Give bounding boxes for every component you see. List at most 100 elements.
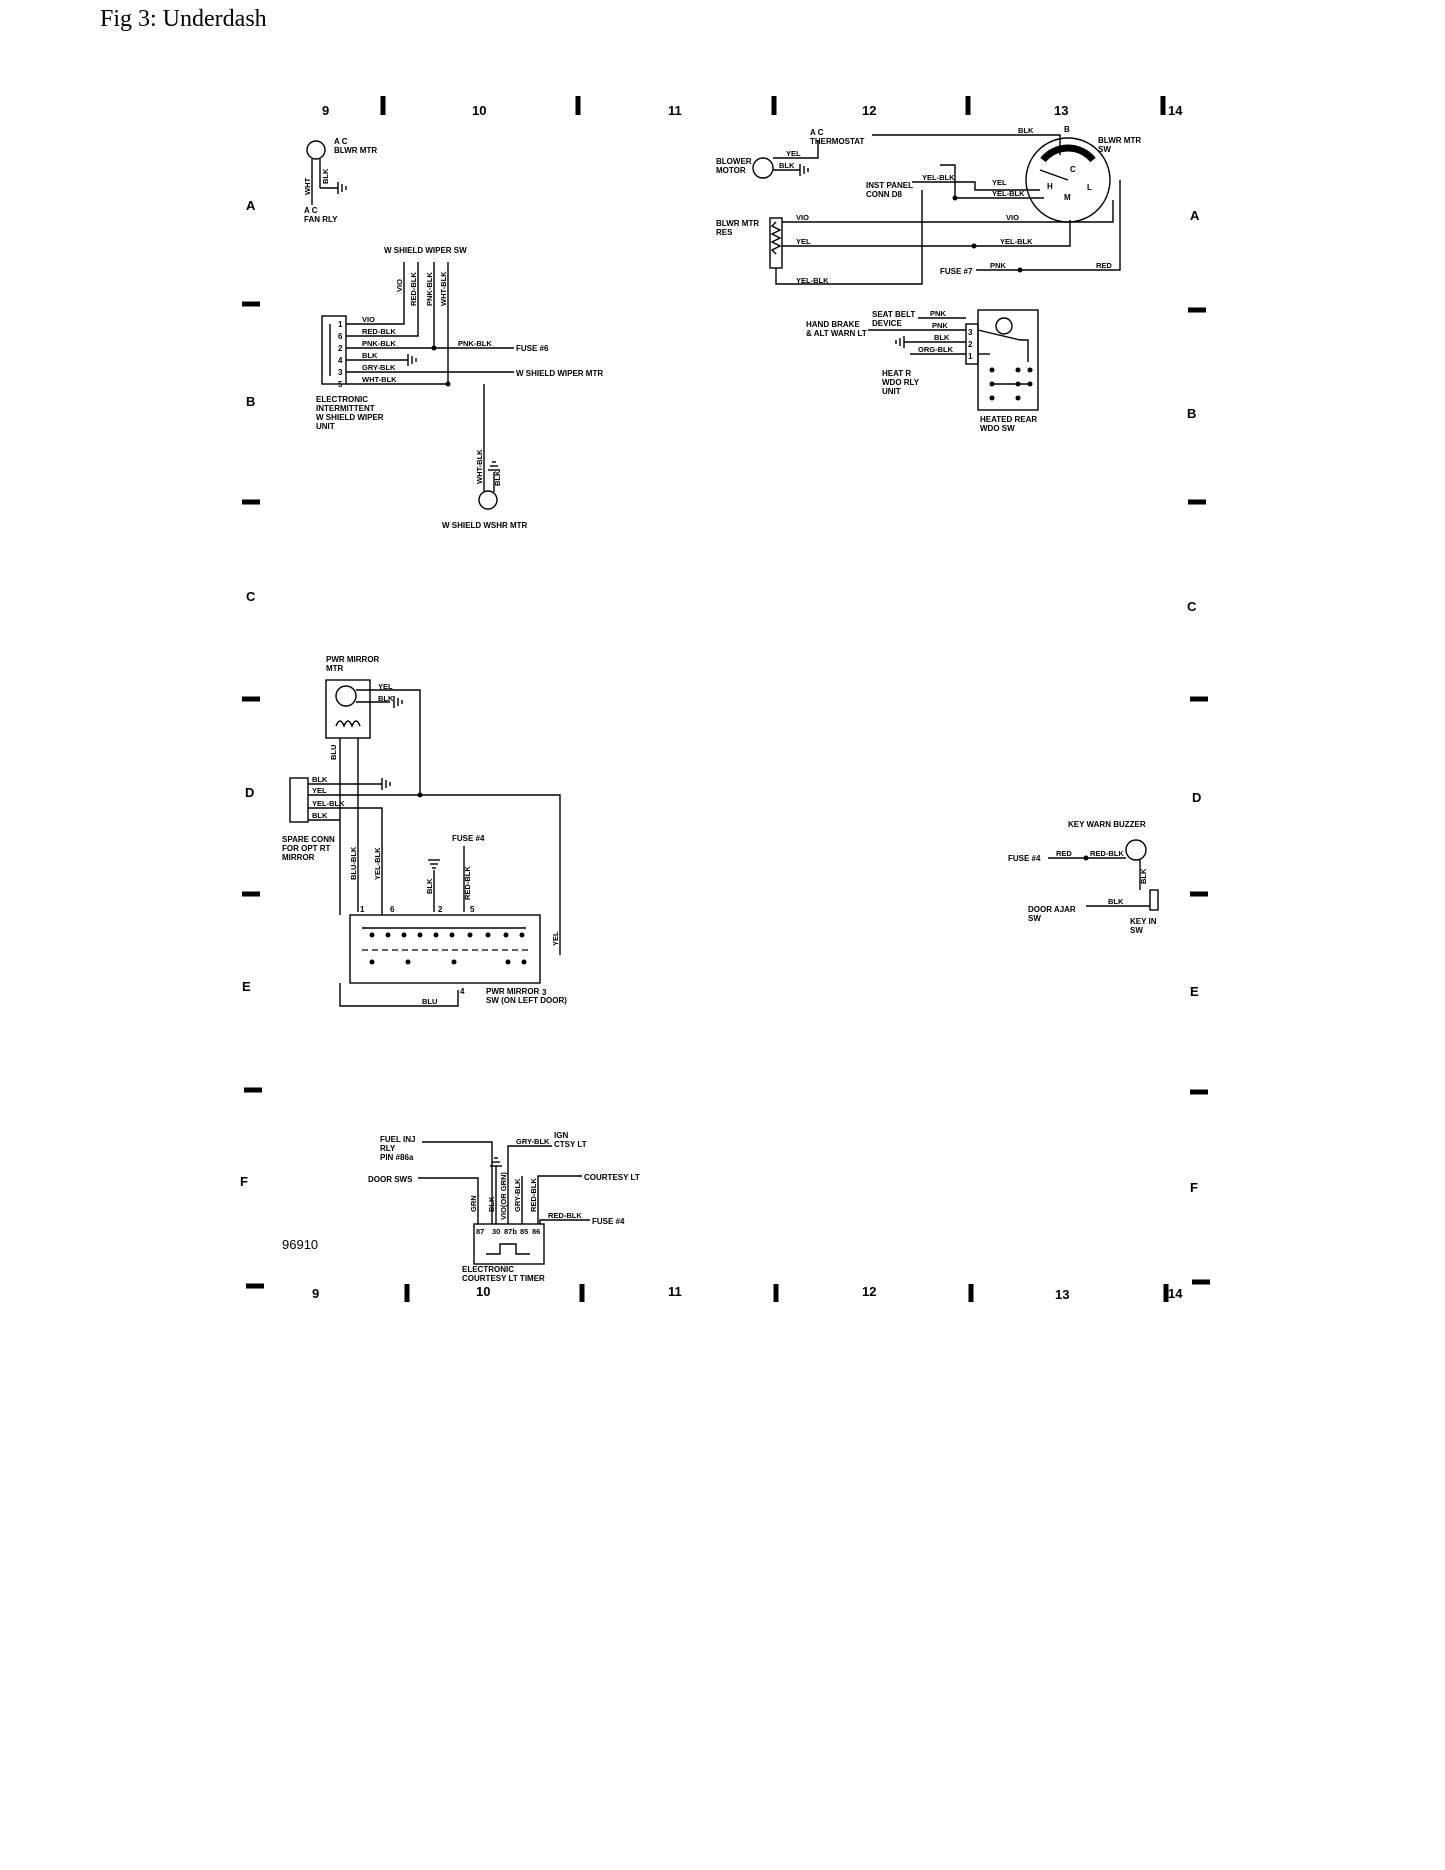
courtesy-lt-label: COURTESY LT xyxy=(584,1173,640,1182)
wire-label: GRY-BLK xyxy=(362,363,396,372)
wire-label: VIO(OR GRN) xyxy=(499,1172,508,1220)
ground-icon xyxy=(407,354,417,366)
key-warn-fuse-label: FUSE #4 xyxy=(1008,854,1041,863)
switch-pin: M xyxy=(1064,193,1071,202)
wire-label: YEL-BLK xyxy=(992,189,1025,198)
pin-label: 1 xyxy=(968,352,973,361)
mirror-motor-icon xyxy=(325,679,371,739)
grid-col-label: 13 xyxy=(1055,1287,1069,1302)
wire-label: VIO xyxy=(395,279,404,292)
grid-col-label: 9 xyxy=(312,1286,319,1301)
pin-label: 6 xyxy=(338,332,343,341)
pin-label: 1 xyxy=(360,905,365,914)
pin-label: 2 xyxy=(338,344,343,353)
wire-label: BLK xyxy=(1139,868,1148,884)
grid-row-label: F xyxy=(1190,1180,1198,1195)
wire-label: RED-BLK xyxy=(548,1211,582,1220)
grid-col-label: 12 xyxy=(862,1284,876,1299)
ground-icon xyxy=(428,859,440,869)
page-title: Fig 3: Underdash xyxy=(100,6,267,32)
ac-blower-motor-icon xyxy=(306,140,326,160)
wire-label: RED xyxy=(1056,849,1072,858)
grid-col-label: 9 xyxy=(322,103,329,118)
grid-row-label: C xyxy=(1187,599,1197,614)
grid-left: A B C D E F xyxy=(240,198,262,1189)
wire-label: VIO xyxy=(1006,213,1019,222)
wire-label: YEL xyxy=(378,682,393,691)
key-warn-buzzer-label: KEY WARN BUZZER xyxy=(1068,820,1146,829)
wiper-circuit: W SHIELD WIPER SW 1 6 2 4 3 5 VIO RED-BL… xyxy=(316,246,603,530)
wire-label: YEL-BLK xyxy=(1000,237,1033,246)
indicator-lamp-icon xyxy=(995,317,1013,335)
washer-motor-label: W SHIELD WSHR MTR xyxy=(442,521,528,530)
grid-row-label: B xyxy=(246,394,255,409)
grid-col-label: 10 xyxy=(476,1284,490,1299)
mirror-switch-icon xyxy=(349,914,541,984)
grid-right: A B C D E F xyxy=(1187,208,1208,1195)
wire-label: YEL xyxy=(312,786,327,795)
grid-bottom: 9 10 11 12 13 14 xyxy=(246,1279,1210,1302)
ground-icon xyxy=(895,336,905,348)
pin-label: 3 xyxy=(338,368,343,377)
pin-label: 86 xyxy=(532,1227,540,1236)
pin-label: 3 xyxy=(968,328,973,337)
wire-label: GRN xyxy=(469,1195,478,1212)
wire-label: BLK xyxy=(487,1196,496,1212)
fuse-6-label: FUSE #6 xyxy=(516,344,549,353)
wire-label: RED-BLK xyxy=(1090,849,1124,858)
wire-label: PNK-BLK xyxy=(425,272,434,306)
grid-col-label: 12 xyxy=(862,103,876,118)
grid-row-label: E xyxy=(242,979,251,994)
wire-label: RED-BLK xyxy=(529,1178,538,1212)
ground-icon xyxy=(393,696,403,708)
wire-label: PNK xyxy=(930,309,946,318)
wire-label: BLU xyxy=(329,745,338,760)
pin-label: 85 xyxy=(520,1227,528,1236)
wire-label: RED xyxy=(1096,261,1112,270)
grid-row-label: A xyxy=(1190,208,1200,223)
washer-motor-icon xyxy=(478,490,498,510)
pin-label: 1 xyxy=(338,320,343,329)
wire-label: RED-BLK xyxy=(362,327,396,336)
grid-row-label: D xyxy=(1192,790,1201,805)
grid-row-label: F xyxy=(240,1174,248,1189)
wire-label: YEL-BLK xyxy=(922,173,955,182)
wire-label: YEL-BLK xyxy=(373,847,382,880)
pin-label: 4 xyxy=(460,987,465,996)
wire-label: BLK xyxy=(362,351,378,360)
switch-pin: C xyxy=(1070,165,1076,174)
wiper-unit-icon xyxy=(321,315,347,385)
blower-motor-icon xyxy=(752,157,774,179)
wire-label: YEL-BLK xyxy=(312,799,345,808)
wire-label: BLK xyxy=(378,694,394,703)
wire-label: VIO xyxy=(362,315,375,324)
wire-label: ORG-BLK xyxy=(918,345,954,354)
key-warn-circuit: KEY WARN BUZZER FUSE #4 RED RED-BLK BLK … xyxy=(1008,820,1159,935)
courtesy-fuse-label: FUSE #4 xyxy=(592,1217,625,1226)
wire-label: BLK xyxy=(934,333,950,342)
spare-connector-icon xyxy=(289,777,309,823)
grid-col-label: 13 xyxy=(1054,103,1068,118)
wire-label: BLK xyxy=(312,775,328,784)
wire-label: YEL xyxy=(551,931,560,946)
wire-label: WHT xyxy=(303,178,312,195)
wire-label: WHT-BLK xyxy=(439,271,448,306)
grid-row-label: C xyxy=(246,589,256,604)
grid-col-label: 14 xyxy=(1168,1286,1183,1301)
ground-icon xyxy=(381,778,391,790)
wire-label: YEL-BLK xyxy=(796,276,829,285)
grid-row-label: A xyxy=(246,198,256,213)
grid-row-label: E xyxy=(1190,984,1199,999)
